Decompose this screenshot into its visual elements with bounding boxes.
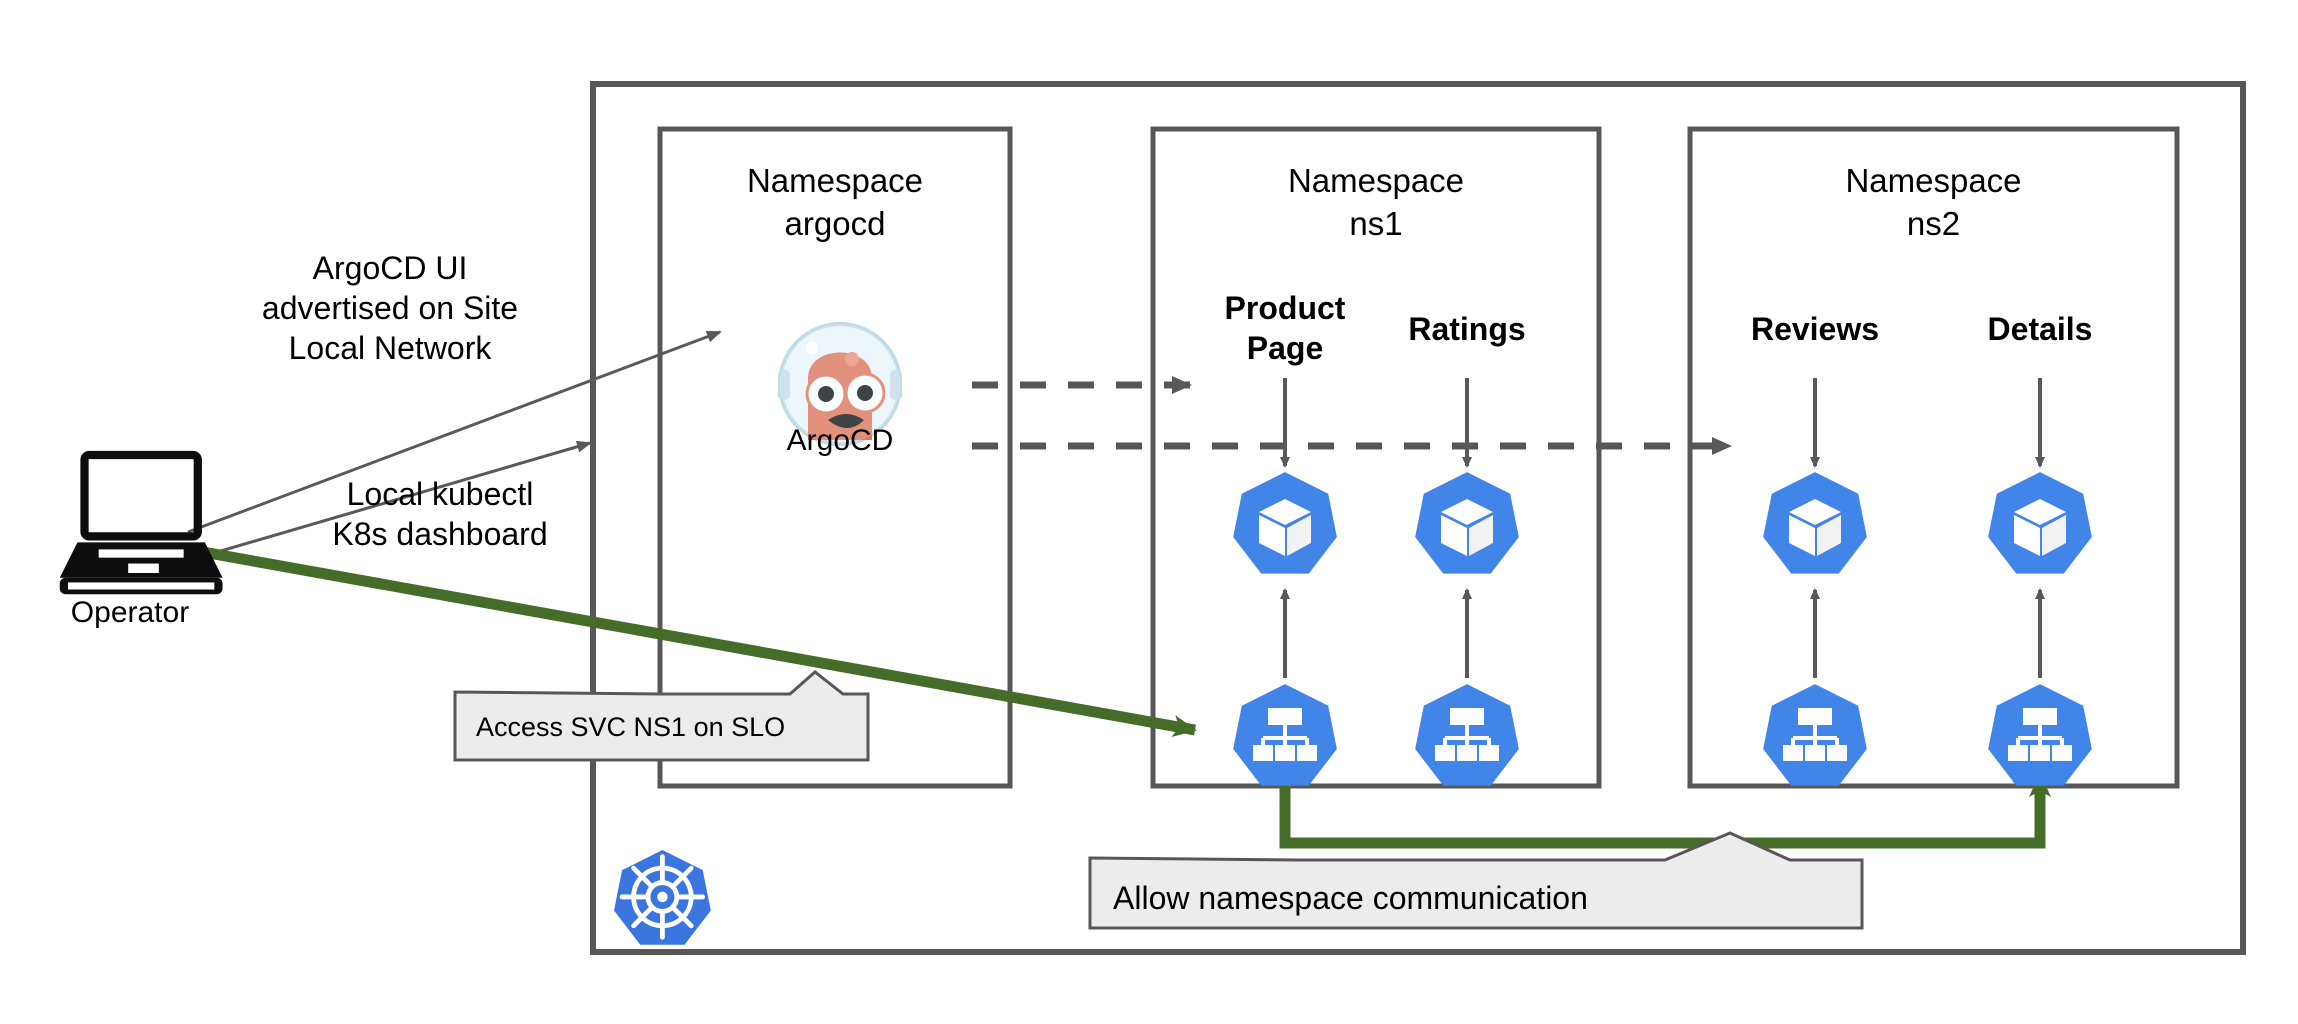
- green-arrow-operator-to-ns1-svc: [202, 546, 1197, 737]
- namespace-title-argocd-line2: argocd: [784, 205, 886, 242]
- service-label-productpage: Product Page: [1224, 290, 1346, 366]
- callout-access-svc-label: Access SVC NS1 on SLO: [476, 712, 786, 742]
- k8s-service-icon-reviews: [1763, 684, 1867, 786]
- callout-allow-ns-label: Allow namespace communication: [1113, 880, 1588, 916]
- k8s-service-icon-details: [1988, 684, 2092, 786]
- namespace-box-ns1: [1150, 126, 1602, 789]
- namespace-box-argocd: [657, 126, 1013, 789]
- k8s-service-icon-ratings: [1415, 684, 1519, 786]
- k8s-pod-icon-details: [1988, 472, 2092, 574]
- service-label-details: Details: [1987, 311, 2093, 347]
- namespace-title-ns2-line1: Namespace: [1845, 162, 2022, 199]
- namespace-title-ns1-line1: Namespace: [1287, 162, 1465, 199]
- argocd-astronaut-icon: [778, 322, 902, 446]
- callout-access-svc-shape: [453, 670, 870, 762]
- kubernetes-helm-icon: [614, 850, 711, 945]
- k8s-pod-icon-productpage: [1233, 472, 1337, 574]
- laptop-icon: [59, 450, 223, 595]
- arrow-kubectl: [189, 440, 592, 562]
- namespace-title-argocd-line1: Namespace: [746, 162, 924, 199]
- annotation-argocd-ui: ArgoCD UI advertised on Site Local Netwo…: [261, 250, 519, 366]
- namespace-title-ns1-line2: ns1: [1349, 205, 1403, 242]
- namespace-box-ns2: [1687, 126, 2180, 789]
- annotation-kubectl: Local kubectl K8s dashboard: [332, 476, 548, 552]
- cluster-box: [590, 81, 2246, 955]
- callout-allow-ns-shape: [1088, 831, 1864, 930]
- namespace-title-ns2-line2: ns2: [1906, 205, 1961, 242]
- arrow-argocd-ui: [187, 330, 722, 534]
- k8s-service-icon-productpage: [1233, 684, 1337, 786]
- operator-label: Operator: [70, 596, 190, 629]
- argocd-app-label: ArgoCD: [786, 424, 894, 457]
- green-path-ns1-to-ns2: [1279, 745, 2051, 849]
- service-label-ratings: Ratings: [1408, 311, 1526, 347]
- service-label-reviews: Reviews: [1750, 311, 1880, 347]
- k8s-pod-icon-ratings: [1415, 472, 1519, 574]
- k8s-pod-icon-reviews: [1763, 472, 1867, 574]
